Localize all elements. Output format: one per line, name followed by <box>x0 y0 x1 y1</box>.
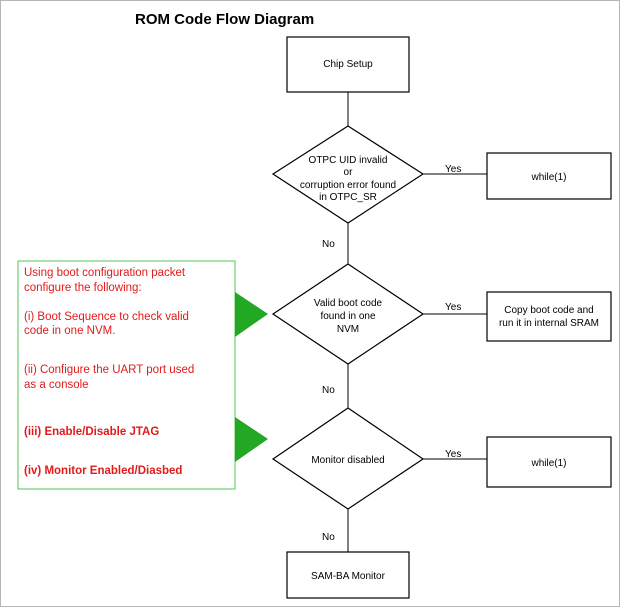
otpc-line-1: or <box>344 167 354 178</box>
while-top-label: while(1) <box>530 172 566 183</box>
edge-label-no-3: No <box>322 532 335 543</box>
note-intro-line-1: configure the following: <box>24 282 142 294</box>
note-item1-line-0: (i) Boot Sequence to check valid <box>24 311 189 323</box>
otpc-line-2: corruption error found <box>300 180 396 191</box>
note-item1-line-1: code in one NVM. <box>24 325 115 337</box>
otpc-decision-node: OTPC UID invalid or corruption error fou… <box>271 125 425 224</box>
connectors <box>347 92 487 552</box>
configuration-note: Using boot configuration packet configur… <box>17 260 236 490</box>
while-bottom-node: while(1) <box>486 436 612 488</box>
copy-line-0: Copy boot code and <box>504 305 594 316</box>
valid-line-0: Valid boot code <box>314 298 383 309</box>
note-item2-line-1: as a console <box>24 379 89 391</box>
edge-label-no-2: No <box>322 385 335 396</box>
note-intro-line-0: Using boot configuration packet <box>24 267 186 279</box>
monitor-decision-node: Monitor disabled <box>271 407 425 510</box>
copy-line-1: run it in internal SRAM <box>499 318 599 329</box>
chip-setup-label: Chip Setup <box>323 59 373 70</box>
note-item3: (iii) Enable/Disable JTAG <box>24 426 159 438</box>
note-item4: (iv) Monitor Enabled/Diasbed <box>24 465 182 477</box>
valid-line-2: NVM <box>337 324 359 335</box>
valid-boot-decision-node: Valid boot code found in one NVM <box>271 263 425 365</box>
edge-label-no-1: No <box>322 239 335 250</box>
while-bottom-label: while(1) <box>530 458 566 469</box>
diagram-title: ROM Code Flow Diagram <box>135 11 314 28</box>
note-item2-line-0: (ii) Configure the UART port used <box>24 364 194 376</box>
otpc-line-3: in OTPC_SR <box>319 192 377 203</box>
otpc-line-0: OTPC UID invalid <box>309 155 388 166</box>
chip-setup-node: Chip Setup <box>286 36 410 93</box>
green-arrow-1 <box>235 292 268 337</box>
valid-line-1: found in one <box>320 311 375 322</box>
copy-boot-node: Copy boot code and run it in internal SR… <box>486 291 612 342</box>
green-arrow-2 <box>235 417 268 462</box>
monitor-line-0: Monitor disabled <box>311 455 384 466</box>
edge-label-yes-1: Yes <box>445 164 461 175</box>
edge-label-yes-3: Yes <box>445 449 461 460</box>
samba-label: SAM-BA Monitor <box>311 571 386 582</box>
samba-node: SAM-BA Monitor <box>286 551 410 599</box>
edge-label-yes-2: Yes <box>445 302 461 313</box>
while-top-node: while(1) <box>486 152 612 200</box>
